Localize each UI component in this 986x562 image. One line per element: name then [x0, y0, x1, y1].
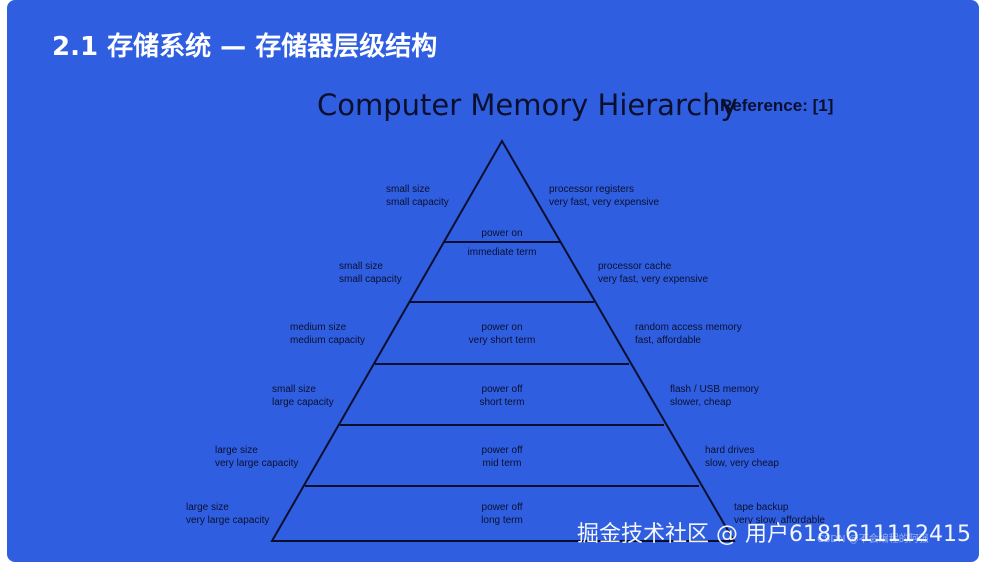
level-6-capacity: very large capacity — [186, 515, 270, 526]
level-5-left-label: large size very large capacity — [215, 444, 298, 470]
level-5-term: mid term — [482, 458, 522, 469]
level-1-power: power on — [481, 228, 523, 239]
watermark-csdn: CSDN @不会编程的阿强 — [817, 534, 929, 545]
level-5-center-label: power off mid term — [482, 444, 523, 470]
level-6-left-label: large size very large capacity — [186, 501, 269, 527]
level-1-capacity: small capacity — [386, 197, 449, 208]
level-1-term: immediate term — [467, 247, 537, 258]
level-3-right-label: random access memory fast, affordable — [635, 321, 742, 347]
level-2-size: small size — [339, 261, 383, 272]
level-5-traits: slow, very cheap — [705, 458, 779, 469]
level-6-term: long term — [481, 515, 523, 526]
level-4-center-label: power off short term — [479, 383, 524, 409]
level-5-capacity: very large capacity — [215, 458, 299, 469]
slide-title: 2.1 存储系统 — 存储器层级结构 — [52, 32, 438, 62]
level-6-right-label: tape backup very slow, affordable — [734, 501, 825, 527]
level-3-traits: fast, affordable — [635, 335, 701, 346]
level-3-term: very short term — [468, 335, 536, 346]
level-4-traits: slower, cheap — [670, 397, 732, 408]
level-3-left-label: medium size medium capacity — [290, 321, 365, 347]
level-5-power: power off — [481, 445, 523, 456]
level-4-size: small size — [272, 384, 316, 395]
level-4-left-label: small size large capacity — [272, 383, 334, 409]
level-3-power: power on — [481, 322, 523, 333]
level-1-size: small size — [386, 184, 430, 195]
level-1-right-label: processor registers very fast, very expe… — [549, 183, 659, 209]
level-4-capacity: large capacity — [272, 397, 334, 408]
level-3-name: random access memory — [635, 322, 742, 333]
level-3-size: medium size — [290, 322, 347, 333]
level-3-center-label: power on very short term — [469, 321, 536, 347]
level-1-traits: very fast, very expensive — [549, 197, 660, 208]
level-4-right-label: flash / USB memory slower, cheap — [670, 383, 759, 409]
level-1-center-label: power on immediate term — [468, 227, 537, 259]
level-6-size: large size — [186, 502, 229, 513]
level-6-traits: very slow, affordable — [734, 515, 825, 526]
level-6-center-label: power off long term — [481, 501, 523, 527]
level-1-name: processor registers — [549, 184, 635, 195]
level-2-capacity: small capacity — [339, 274, 402, 285]
level-4-power: power off — [481, 384, 523, 395]
level-2-left-label: small size small capacity — [339, 260, 402, 286]
level-5-size: large size — [215, 445, 258, 456]
level-2-name: processor cache — [598, 261, 672, 272]
level-2-traits: very fast, very expensive — [598, 274, 709, 285]
level-4-term: short term — [479, 397, 525, 408]
reference-label: Reference: [1] — [720, 96, 834, 115]
slide: 2.1 存储系统 — 存储器层级结构 Computer Memory Hiera… — [7, 0, 979, 562]
level-5-right-label: hard drives slow, very cheap — [705, 444, 779, 470]
level-6-power: power off — [481, 502, 523, 513]
diagram-title: Computer Memory Hierarchy — [317, 88, 738, 122]
level-3-capacity: medium capacity — [290, 335, 366, 346]
level-2-right-label: processor cache very fast, very expensiv… — [598, 260, 708, 286]
level-5-name: hard drives — [705, 445, 755, 456]
level-6-name: tape backup — [734, 502, 789, 513]
pyramid-outline — [270, 139, 736, 542]
watermark-juejin: 掘金技术社区 @ 用户6181611112415 — [577, 522, 971, 547]
level-4-name: flash / USB memory — [670, 384, 759, 395]
level-1-left-label: small size small capacity — [386, 183, 449, 209]
